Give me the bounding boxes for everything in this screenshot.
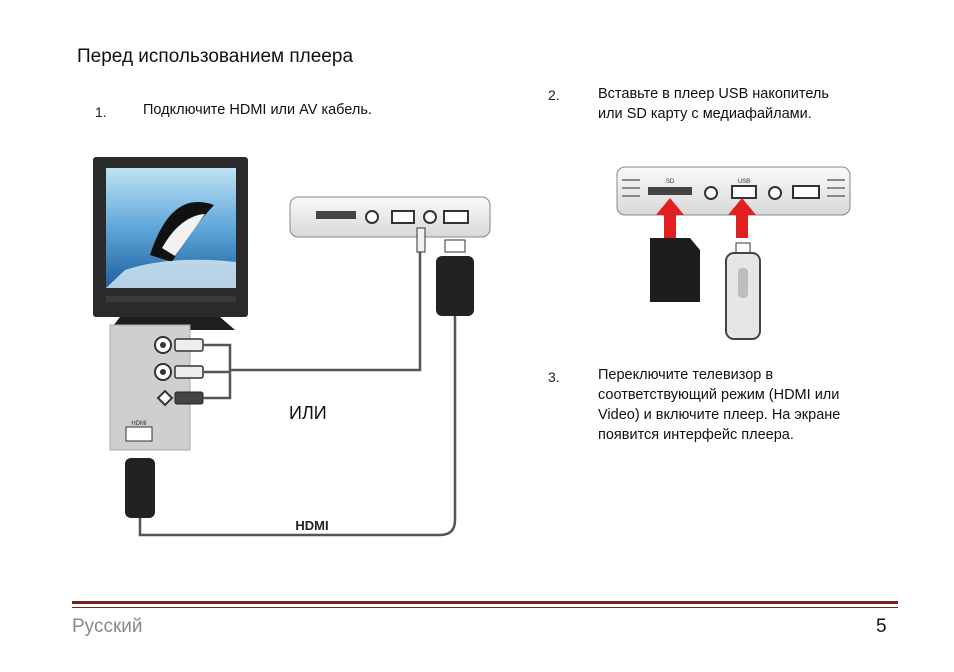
hdmi-cable-label: HDMI [295, 518, 328, 533]
sd-port-label: SD [666, 179, 675, 185]
step-2-line-2: или SD карту с медиафайлами. [598, 106, 812, 122]
footer-rule-thin [72, 607, 898, 608]
step-3-number: 3. [548, 369, 560, 385]
step-2-number: 2. [548, 87, 560, 103]
player-device-icon [289, 196, 491, 238]
step-3-line-4: появится интерфейс плеера. [598, 427, 794, 443]
hdmi-plug-tv [125, 458, 155, 537]
tv-input-panel: HDMI [109, 324, 191, 451]
player-front-icon: SD USB [616, 166, 851, 216]
connection-diagram: HDMI HDMI [93, 157, 491, 537]
media-insert-diagram: SD USB [616, 166, 851, 340]
step-3-line-2: соответствующий режим (HDMI или [598, 387, 840, 403]
step-1-number: 1. [95, 104, 107, 120]
footer-rule-thick [72, 601, 898, 604]
step-2-line-1: Вставьте в плеер USB накопитель [598, 86, 829, 102]
page-title: Перед использованием плеера [77, 46, 354, 67]
hdmi-plug-player [436, 239, 474, 316]
step-1-text: Подключите HDMI или AV кабель. [143, 102, 372, 118]
usb-port-label: USB [738, 179, 750, 185]
page-number: 5 [876, 616, 887, 637]
step-3-line-1: Переключите телевизор в [598, 367, 774, 383]
or-label: ИЛИ [289, 403, 327, 423]
footer-language: Русский [72, 616, 143, 637]
insert-arrows [656, 198, 756, 238]
tv-hdmi-port-label: HDMI [131, 421, 147, 427]
tv-icon [93, 157, 248, 330]
step-3-line-3: Video) и включите плеер. На экране [598, 407, 841, 423]
sd-card-icon [650, 238, 700, 302]
usb-stick-icon [725, 242, 761, 340]
